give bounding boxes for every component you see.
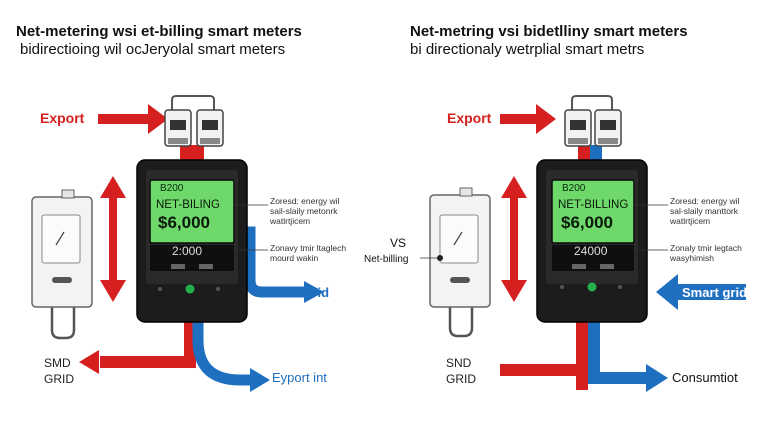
left-export-label: Export bbox=[40, 110, 85, 126]
left-meter bbox=[136, 159, 248, 323]
right-note2-line2: wasyhimish bbox=[670, 253, 714, 263]
left-smart-grid-label: Smart grid bbox=[264, 285, 330, 300]
left-grid-line2: GRID bbox=[44, 372, 74, 386]
right-note1-line3: watlrtjicem bbox=[670, 216, 711, 226]
right-meter bbox=[536, 159, 648, 323]
left-note1-line2: sail-slaily metonrk bbox=[270, 206, 338, 216]
left-bottom-arrow-label: Eyport int bbox=[272, 370, 327, 385]
right-double-arrow bbox=[501, 176, 527, 302]
left-bottom-pipes bbox=[79, 318, 270, 392]
left-lcd-line1: B200 bbox=[160, 183, 184, 194]
right-lcd-line2: NET-BILLING bbox=[558, 199, 629, 211]
left-lcd-line3: 2:000 bbox=[172, 244, 203, 258]
left-top-connector bbox=[164, 95, 224, 147]
right-lcd-amount: $6,000 bbox=[561, 213, 613, 232]
right-vs-label: VS bbox=[390, 236, 407, 250]
right-grid-line2: GRID bbox=[446, 372, 476, 386]
left-double-arrow bbox=[100, 176, 126, 302]
left-lcd-line2: NET-BILING bbox=[156, 199, 220, 211]
right-smart-grid-label: Smart grid bbox=[682, 285, 748, 300]
right-note1-line1: Zoresd: energy wil bbox=[670, 196, 740, 206]
left-note2-line2: mourd wakin bbox=[270, 253, 319, 263]
right-top-connector bbox=[564, 95, 622, 147]
left-side-device bbox=[31, 189, 93, 340]
left-title-line1: Net-metering wsi et-billing smart meters bbox=[16, 23, 302, 40]
right-bottom-arrow-label: Consumtiot bbox=[672, 370, 738, 385]
right-export-label: Export bbox=[447, 110, 492, 126]
left-lcd-amount: $6,000 bbox=[158, 213, 210, 232]
left-title-line2: bidirectioing wil ocJeryolal smart meter… bbox=[20, 41, 286, 58]
left-diagram bbox=[31, 95, 324, 392]
right-title-line2: bi directionaly wetrplial smart metrs bbox=[410, 41, 645, 58]
right-lcd-line3: 24000 bbox=[574, 244, 608, 258]
left-note2-line1: Zonavy tmir ltaglech bbox=[270, 243, 347, 253]
right-note1-line2: sal-slaily manttork bbox=[670, 206, 739, 216]
right-diagram bbox=[420, 95, 746, 392]
right-export-arrow bbox=[500, 104, 556, 134]
right-note2-line1: Zonaly tmir legtach bbox=[670, 243, 742, 253]
right-net-billing-label: Net-billing bbox=[364, 254, 409, 265]
right-grid-line1: SND bbox=[446, 356, 472, 370]
right-side-device bbox=[420, 187, 491, 338]
left-grid-line1: SMD bbox=[44, 356, 71, 370]
left-smart-grid-arrow bbox=[238, 226, 324, 303]
left-export-arrow bbox=[98, 104, 168, 134]
right-title-line1: Net-metring vsi bidetlliny smart meters bbox=[410, 23, 688, 40]
left-note1-line3: watlrtjicem bbox=[270, 216, 311, 226]
right-lcd-line1: B200 bbox=[562, 183, 586, 194]
right-smart-grid-arrow bbox=[656, 274, 746, 310]
right-bottom-pipes bbox=[500, 318, 668, 392]
left-note1-line1: Zoresd: energy wil bbox=[270, 196, 340, 206]
